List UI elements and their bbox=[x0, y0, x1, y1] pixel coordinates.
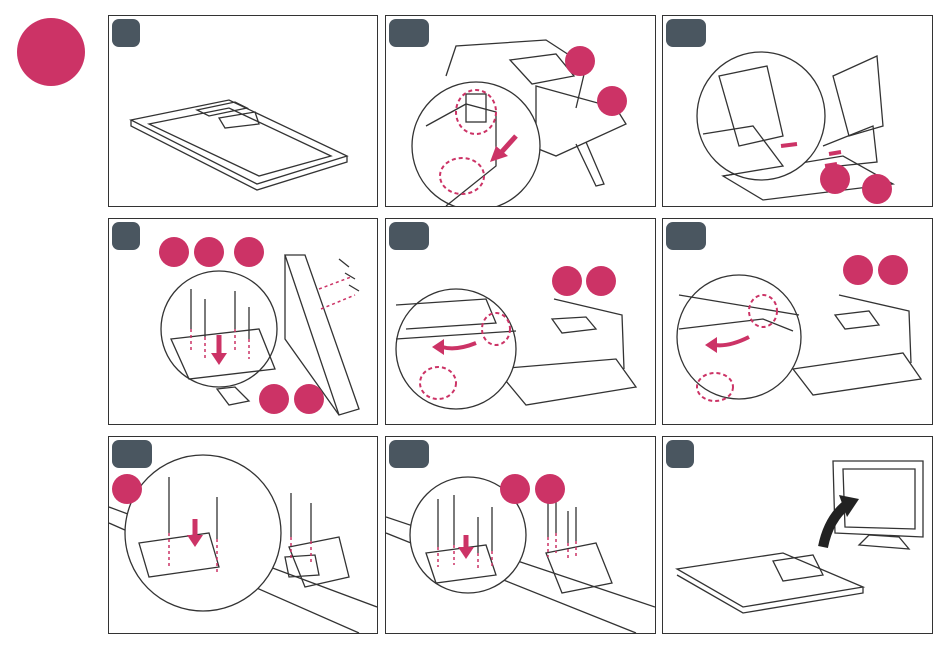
callout-marker bbox=[259, 384, 289, 414]
hook-slide-illustration bbox=[386, 219, 655, 424]
step-panel-6 bbox=[662, 218, 933, 425]
step-panel-8 bbox=[385, 436, 656, 634]
callout-marker bbox=[597, 86, 627, 116]
step-panel-2 bbox=[385, 15, 656, 207]
step-panel-9 bbox=[662, 436, 933, 634]
four-screws-into-base-illustration bbox=[386, 437, 655, 633]
callout-marker bbox=[565, 46, 595, 76]
step-panel-3 bbox=[662, 15, 933, 207]
callout-marker bbox=[586, 266, 616, 296]
callout-marker bbox=[535, 474, 565, 504]
callout-marker bbox=[159, 237, 189, 267]
step-panel-1 bbox=[108, 15, 378, 207]
callout-marker bbox=[552, 266, 582, 296]
callout-marker bbox=[294, 384, 324, 414]
callout-marker bbox=[234, 237, 264, 267]
callout-marker bbox=[500, 474, 530, 504]
callout-marker bbox=[843, 255, 873, 285]
stand-tv-upright-illustration bbox=[663, 437, 932, 633]
section-marker-dot bbox=[17, 18, 85, 86]
callout-marker bbox=[112, 474, 142, 504]
callout-marker bbox=[820, 164, 850, 194]
stand-body-hand-assemble-illustration bbox=[663, 16, 932, 206]
screws-into-base-bracket-illustration bbox=[109, 437, 377, 633]
callout-marker bbox=[878, 255, 908, 285]
step-panel-7 bbox=[108, 436, 378, 634]
tv-face-down-illustration bbox=[109, 16, 377, 206]
hook-slide-alt-illustration bbox=[663, 219, 932, 424]
step-panel-5 bbox=[385, 218, 656, 425]
step-panel-4 bbox=[108, 218, 378, 425]
callout-marker bbox=[194, 237, 224, 267]
callout-marker bbox=[862, 174, 892, 204]
